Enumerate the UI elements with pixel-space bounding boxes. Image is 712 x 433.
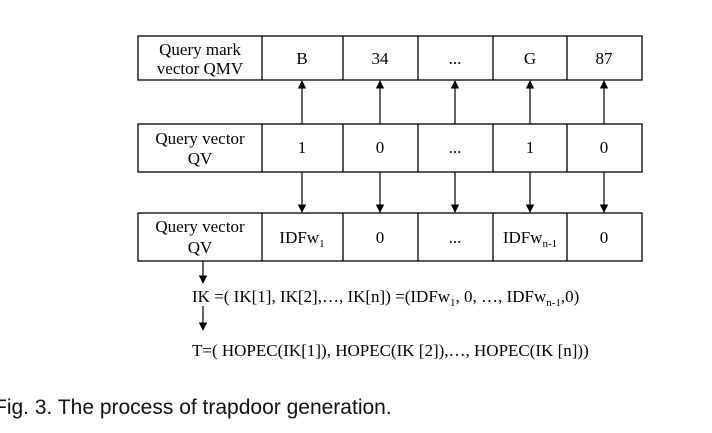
qv-row: Query vector QV 1 0 ... 1 0 — [137, 123, 643, 173]
cell-dividers — [261, 36, 568, 80]
qv-label-line1: Query vector — [155, 129, 245, 148]
qmv-cell-4: G — [524, 49, 536, 68]
weighted-qv-row: Query vector QV IDFw1 0 ... IDFwn-1 0 — [137, 212, 643, 262]
figure-caption: Fig. 3. The process of trapdoor generati… — [0, 396, 392, 419]
weighted-qv-label-line2: QV — [188, 238, 213, 257]
arrows-qv-to-qmv — [297, 80, 609, 124]
qv-cell-1: 1 — [298, 138, 307, 157]
qv-cell-3: ... — [449, 138, 462, 157]
qmv-row-frame — [137, 35, 643, 81]
qmv-label-line1: Query mark — [159, 40, 241, 59]
weighted-qv-row-frame — [137, 212, 643, 262]
qv-row-frame — [137, 123, 643, 173]
weighted-qv-label-line1: Query vector — [155, 217, 245, 236]
qmv-label-line2: vector QMV — [157, 59, 244, 78]
cell-dividers — [261, 124, 568, 172]
weighted-qv-cell-5: 0 — [600, 228, 609, 247]
cell-dividers — [261, 213, 568, 261]
weighted-qv-cell-3: ... — [449, 228, 462, 247]
qv-cell-4: 1 — [526, 138, 535, 157]
qv-label-line2: QV — [188, 149, 213, 168]
qmv-cell-3: ... — [449, 49, 462, 68]
weighted-qv-cell-1: IDFw1 — [279, 228, 324, 250]
qv-cell-5: 0 — [600, 138, 609, 157]
weighted-qv-cell-2: 0 — [376, 228, 385, 247]
arrows-qv-to-weighted — [297, 172, 609, 213]
qmv-cell-2: 34 — [372, 49, 390, 68]
qmv-row: Query mark vector QMV B 34 ... G 87 — [137, 35, 643, 81]
ik-formula: IK =( IK[1], IK[2],…, IK[n]) =(IDFw1, 0,… — [192, 287, 579, 309]
t-formula: T=( HOPEC(IK[1]), HOPEC(IK [2]),…, HOPEC… — [192, 341, 589, 360]
qv-cell-2: 0 — [376, 138, 385, 157]
qmv-cell-5: 87 — [596, 49, 614, 68]
qmv-cell-1: B — [296, 49, 307, 68]
weighted-qv-cell-4: IDFwn-1 — [503, 228, 557, 250]
